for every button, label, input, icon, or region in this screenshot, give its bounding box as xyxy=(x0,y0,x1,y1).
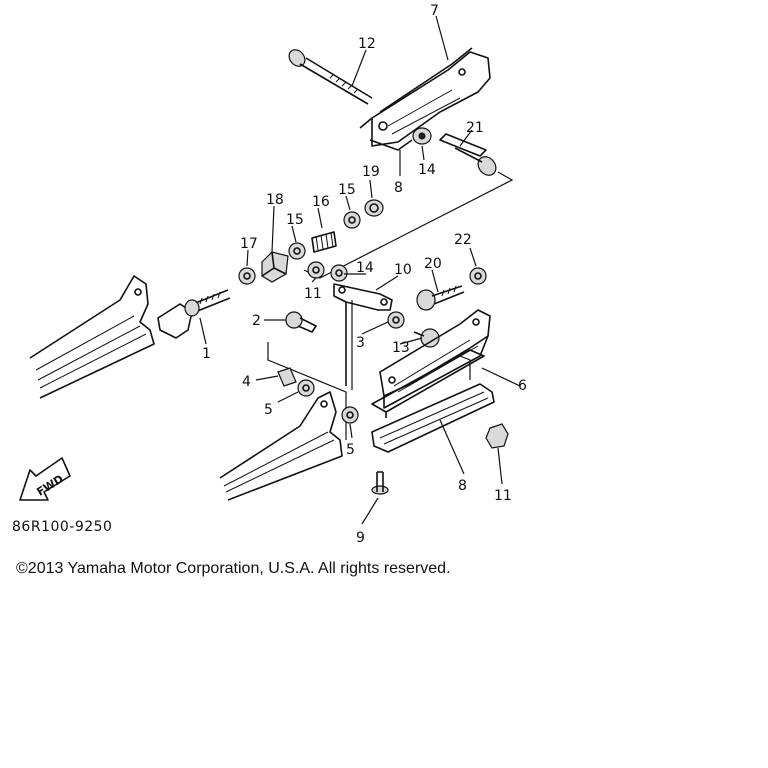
callout-17: 17 xyxy=(240,236,258,252)
callout-5a: 5 xyxy=(264,402,273,418)
callout-14a: 14 xyxy=(418,162,436,178)
callout-9: 9 xyxy=(356,530,365,546)
lower-left-frame xyxy=(219,391,343,501)
callout-8a: 8 xyxy=(394,180,403,196)
screw-20 xyxy=(439,133,497,176)
callout-10: 10 xyxy=(394,262,412,278)
callout-5b: 5 xyxy=(346,442,355,458)
callout-1: 1 xyxy=(202,346,211,362)
callout-3: 3 xyxy=(356,335,365,351)
callout-18: 18 xyxy=(266,192,284,208)
callout-6: 6 xyxy=(518,378,527,394)
callout-16: 16 xyxy=(312,194,330,210)
callout-7: 7 xyxy=(430,3,439,19)
callout-19: 19 xyxy=(362,164,380,180)
callout-2: 2 xyxy=(252,313,261,329)
callout-21: 20 xyxy=(424,256,442,272)
upper-seat-rail xyxy=(359,47,491,151)
fwd-label: FWD xyxy=(34,472,65,498)
bolt-9 xyxy=(371,471,389,495)
collars-4-5 xyxy=(277,367,359,424)
callout-15a: 15 xyxy=(338,182,356,198)
callout-13: 13 xyxy=(392,340,410,356)
callout-11a: 11 xyxy=(304,286,322,302)
callout-11b: 11 xyxy=(494,488,512,504)
callout-22: 22 xyxy=(454,232,472,248)
left-seat-frame xyxy=(29,275,231,399)
callout-12: 12 xyxy=(358,36,376,52)
callout-labels: 7 12 21 14 8 19 15 16 18 15 17 14 10 11 … xyxy=(202,3,527,546)
callout-8b: 8 xyxy=(458,478,467,494)
fwd-arrow: FWD xyxy=(19,457,71,501)
bolt-2 xyxy=(285,311,317,333)
long-bolt-12 xyxy=(288,49,373,105)
nut-11 xyxy=(485,423,509,449)
small-parts-upper xyxy=(238,127,432,285)
copyright-notice: ©2013 Yamaha Motor Corporation, U.S.A. A… xyxy=(16,560,451,577)
lower-slide-8 xyxy=(371,383,495,453)
bolts-right xyxy=(387,267,487,348)
callout-4: 4 xyxy=(242,374,251,390)
leader-lines xyxy=(199,15,521,525)
lower-seat-rail-6 xyxy=(371,309,491,418)
callout-15b: 15 xyxy=(286,212,304,228)
diagram-code: 86R100-9250 xyxy=(12,519,113,535)
lever-bracket-10 xyxy=(307,261,393,386)
callout-14b: 14 xyxy=(356,260,374,276)
callout-20: 21 xyxy=(466,120,484,136)
